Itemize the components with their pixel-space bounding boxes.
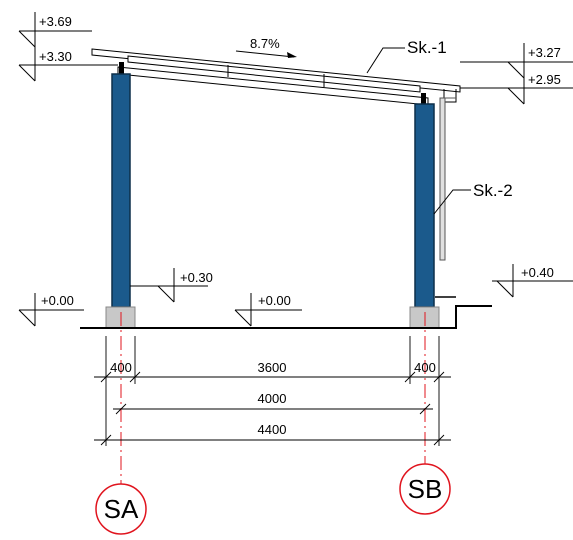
svg-text:Sk.-2: Sk.-2: [473, 181, 513, 200]
elev-marker-ground-left: +0.00: [18, 293, 84, 327]
svg-text:+3.30: +3.30: [39, 49, 72, 64]
callout-sk1: Sk.-1: [366, 38, 447, 74]
grid-label-b: SB: [408, 474, 443, 504]
right-column: [414, 103, 435, 308]
roof-rafter: [127, 55, 421, 93]
elev-marker-footing-top: +0.30: [130, 268, 213, 303]
dim-total-span: 4400: [258, 422, 287, 437]
elev-marker-ground-right: +0.40: [492, 264, 573, 298]
left-column-cap: [119, 62, 124, 76]
grid-bubble-a: [95, 483, 147, 535]
elev-marker-top-right: +3.27: [460, 43, 573, 79]
gutter: [443, 89, 457, 103]
elev-marker-beam-right: +2.95: [460, 72, 573, 105]
dim-row-3: 4400: [94, 422, 451, 446]
svg-text:+3.27: +3.27: [528, 45, 561, 60]
svg-text:+0.00: +0.00: [258, 293, 291, 308]
ground-line: [80, 305, 492, 329]
elev-marker-ground-mid: +0.00: [234, 293, 302, 327]
dim-right-column: 400: [414, 360, 436, 375]
downpipe: [439, 97, 456, 261]
svg-text:+2.95: +2.95: [528, 72, 561, 87]
grid-label-a: SA: [104, 494, 139, 524]
dim-row-1: 400 3600 400: [94, 360, 451, 383]
right-column-cap: [421, 93, 426, 105]
svg-text:+3.69: +3.69: [39, 14, 72, 29]
svg-text:+0.40: +0.40: [521, 265, 554, 280]
svg-text:+0.30: +0.30: [180, 270, 213, 285]
dim-clear-span: 3600: [258, 360, 287, 375]
svg-text:Sk.-1: Sk.-1: [407, 38, 447, 57]
grid-bubble-b: [399, 463, 451, 515]
dim-row-2: 4000: [113, 391, 433, 415]
slope-indicator: 8.7%: [235, 36, 297, 58]
svg-text:+0.00: +0.00: [41, 293, 74, 308]
dim-axis-span: 4000: [258, 391, 287, 406]
dim-left-column: 400: [110, 360, 132, 375]
elev-marker-beam-left: +3.30: [18, 47, 118, 82]
left-column: [111, 73, 131, 308]
callout-sk2: Sk.-2: [433, 181, 513, 215]
roof-assembly: [91, 48, 461, 106]
svg-text:8.7%: 8.7%: [250, 36, 280, 51]
elev-marker-top-left: +3.69: [18, 12, 92, 48]
